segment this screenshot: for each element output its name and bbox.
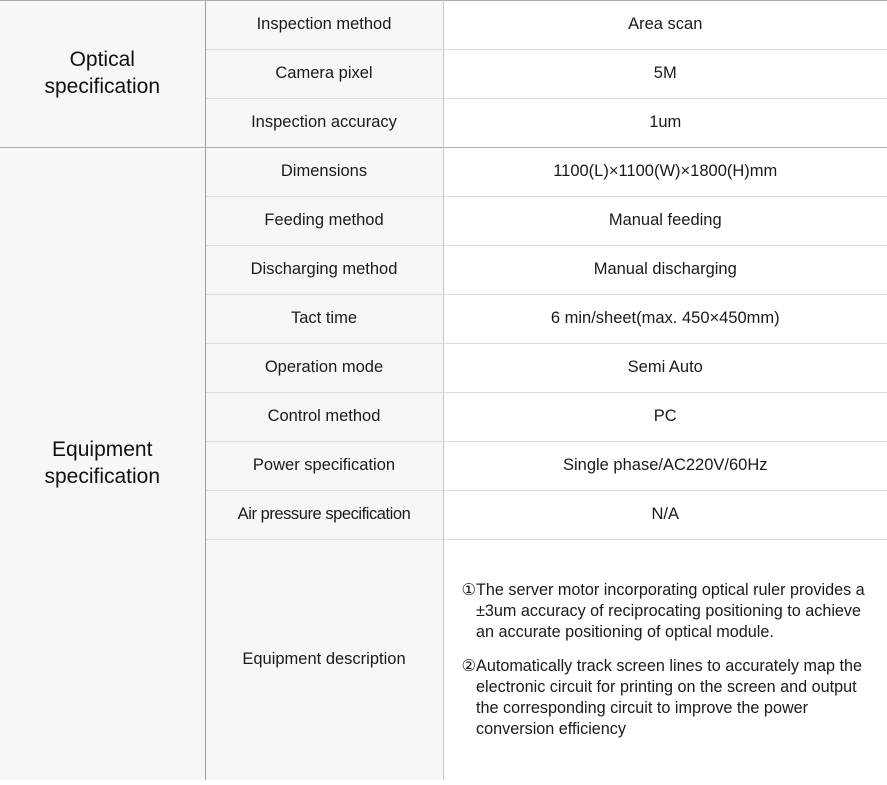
section-label-equipment-line1: Equipment — [52, 438, 153, 462]
table-row: Tact time 6 min/sheet(max. 450×450mm) — [0, 294, 887, 344]
item-label-inspection-accuracy: Inspection accuracy — [205, 98, 444, 148]
item-value-control-method: PC — [443, 392, 887, 442]
item-label-power-specification: Power specification — [205, 441, 444, 491]
item-label-inspection-method: Inspection method — [205, 0, 444, 50]
item-label-air-pressure-specification: Air pressure specification — [205, 490, 444, 540]
table-row: Inspection accuracy 1um — [0, 98, 887, 148]
equipment-description-text-1: The server motor incorporating optical r… — [476, 580, 865, 641]
table-row: Equipment specification Dimensions 1100(… — [0, 147, 887, 780]
item-label-dimensions: Dimensions — [205, 147, 444, 197]
section-label-optical-line2: specification — [44, 75, 161, 98]
equipment-description-text-2: Automatically track screen lines to accu… — [476, 656, 862, 738]
item-value-tact-time: 6 min/sheet(max. 450×450mm) — [443, 294, 887, 344]
item-label-equipment-description: Equipment description — [205, 539, 444, 780]
item-value-dimensions: 1100(L)×1100(W)×1800(H)mm — [443, 147, 887, 197]
table-row: Equipment description ① The server motor… — [0, 539, 887, 780]
equipment-description-list: ① The server motor incorporating optical… — [454, 578, 878, 742]
item-label-operation-mode: Operation mode — [205, 343, 444, 393]
table-row: Camera pixel 5M — [0, 49, 887, 99]
table-row: Air pressure specification N/A — [0, 490, 887, 540]
list-item: ① The server motor incorporating optical… — [462, 580, 874, 643]
item-value-feeding-method: Manual feeding — [443, 196, 887, 246]
item-label-feeding-method: Feeding method — [205, 196, 444, 246]
item-value-equipment-description: ① The server motor incorporating optical… — [443, 539, 887, 780]
list-item: ② Automatically track screen lines to ac… — [462, 656, 874, 740]
section-label-equipment: Equipment specification — [0, 147, 206, 780]
item-value-air-pressure-specification: N/A — [443, 490, 887, 540]
item-value-power-specification: Single phase/AC220V/60Hz — [443, 441, 887, 491]
item-value-discharging-method: Manual discharging — [443, 245, 887, 295]
item-label-camera-pixel: Camera pixel — [205, 49, 444, 99]
table-row: Feeding method Manual feeding — [0, 196, 887, 246]
item-value-inspection-method: Area scan — [443, 0, 887, 50]
table-row: Discharging method Manual discharging — [0, 245, 887, 295]
table-row: Optical specification Inspection method … — [0, 0, 887, 148]
section-label-equipment-line2: specification — [44, 464, 161, 488]
table-row: Power specification Single phase/AC220V/… — [0, 441, 887, 491]
table-row: Operation mode Semi Auto — [0, 343, 887, 393]
section-label-optical: Optical specification — [0, 0, 206, 148]
section-label-optical-line1: Optical — [69, 48, 135, 72]
item-value-operation-mode: Semi Auto — [443, 343, 887, 393]
item-label-tact-time: Tact time — [205, 294, 444, 344]
circled-number-1-icon: ① — [461, 580, 477, 599]
circled-number-2-icon: ② — [461, 656, 477, 675]
item-label-control-method: Control method — [205, 392, 444, 442]
item-value-camera-pixel: 5M — [443, 49, 887, 99]
item-label-discharging-method: Discharging method — [205, 245, 444, 295]
item-value-inspection-accuracy: 1um — [443, 98, 887, 148]
table-row: Control method PC — [0, 392, 887, 442]
